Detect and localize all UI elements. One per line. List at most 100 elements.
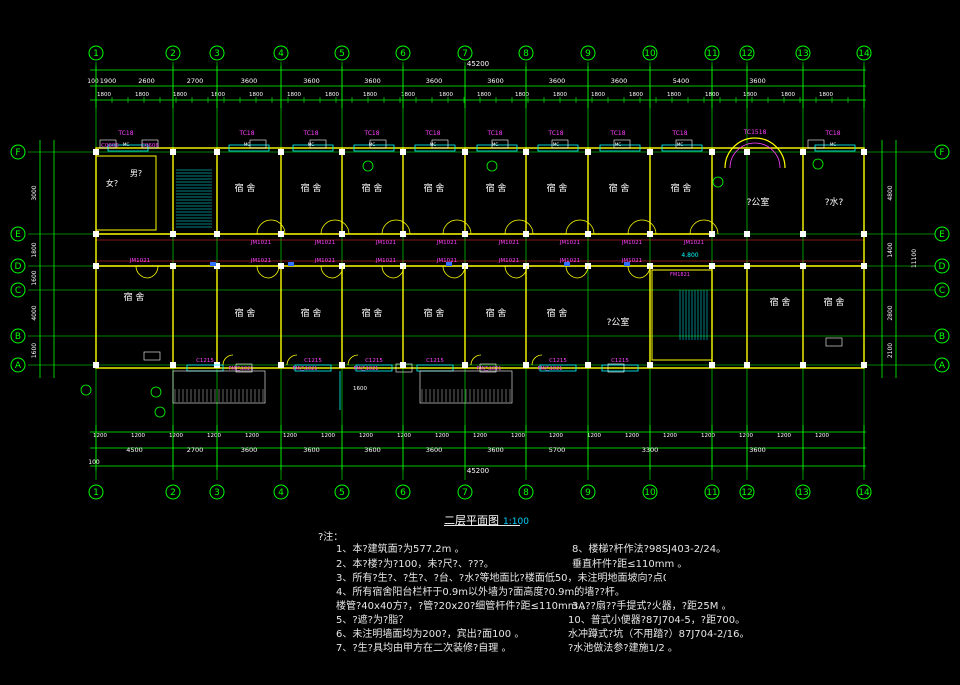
axis-bubble-bottom [739, 484, 755, 500]
dim-text-sub-bottom: 1200 [625, 433, 639, 439]
dim-text-sub-bottom: 1200 [397, 433, 411, 439]
axis-label-top: 1 [93, 49, 99, 59]
entrance-canopy [724, 137, 786, 169]
note-line: 垂直杆件?距≤110mm 。 [572, 559, 688, 570]
axis-bubble-top [642, 45, 658, 61]
dim-text-sub-bottom: 1200 [549, 433, 563, 439]
dim-text-bottom: 3600 [487, 446, 504, 454]
structural-column [93, 231, 99, 237]
annotation-mark [288, 262, 294, 266]
axis-label-left: A [15, 361, 22, 371]
dim-text-sub: 1800 [135, 92, 149, 98]
structural-column [523, 149, 529, 155]
dim-text-sub: 1800 [173, 92, 187, 98]
axis-bubble-bottom [518, 484, 534, 500]
door-swing [442, 219, 458, 235]
symbol-box [99, 139, 117, 149]
dim-text-sub-bottom: 1200 [207, 433, 221, 439]
dim-text-sub-bottom: 1200 [359, 433, 373, 439]
dim-text-sub-bottom: 1200 [815, 433, 829, 439]
door-swing [565, 219, 581, 235]
dim-text-right: 11100 [911, 249, 918, 268]
axis-label-top: 2 [170, 49, 176, 59]
structural-column [709, 263, 715, 269]
dim-text-sub: 1800 [667, 92, 681, 98]
room-label-office-north: ?公室 [747, 196, 770, 208]
axis-bubble-top [88, 45, 104, 61]
dim-text-overall-top: 45200 [467, 60, 489, 68]
door-swing [579, 219, 595, 235]
dim-text-sub-bottom: 1200 [473, 433, 487, 439]
door-swing [222, 354, 234, 366]
window-north [353, 144, 395, 152]
axis-label-top: 7 [462, 49, 468, 59]
axis-bubble-bottom [856, 484, 872, 500]
door-swing [393, 265, 405, 279]
axis-label-right: D [939, 262, 946, 272]
door-swing [504, 219, 520, 235]
symbol-box [141, 139, 159, 149]
axis-bubble-right [934, 357, 950, 373]
window-tag-small: C0606 [141, 143, 159, 149]
dim-text-left: 3000 [31, 185, 38, 200]
structural-column [523, 231, 529, 237]
annotation-mark [446, 262, 452, 266]
axis-label-bottom: 5 [339, 488, 345, 498]
structural-column [170, 263, 176, 269]
window-north [476, 144, 518, 152]
structural-column [214, 263, 220, 269]
window-tag-small: C0606 [101, 143, 119, 149]
axis-label-left: D [15, 262, 22, 272]
structural-column [93, 149, 99, 155]
door-tag: JM1021 [250, 240, 271, 246]
axis-bubble-bottom [334, 484, 350, 500]
note-line: 6、未注明墙面均为200?，宾出?面100 。 [336, 629, 525, 640]
dim-text-left: 4000 [31, 305, 38, 320]
room-label-dorm: 宿 舍 [424, 307, 445, 319]
room-label-dorm: 宿 舍 [424, 182, 445, 194]
dim-text-sub: 1800 [781, 92, 795, 98]
window-mark: MC [430, 142, 436, 147]
door-swing [518, 219, 534, 235]
room-label-dorm: 宿 舍 [609, 182, 630, 194]
window-tag: TC18 [238, 130, 254, 137]
window-south [539, 364, 577, 372]
symbol-box [479, 363, 497, 373]
balcony [419, 370, 513, 404]
door-tag: JM1021 [250, 258, 271, 264]
dim-text-sub-bottom: 1200 [587, 433, 601, 439]
axis-label-right: B [939, 332, 945, 342]
structural-column [800, 149, 806, 155]
structural-column [523, 263, 529, 269]
structural-column [400, 231, 406, 237]
dim-text-sub: 1800 [629, 92, 643, 98]
axis-bubble-bottom [273, 484, 289, 500]
room-label-dorm: 宿 舍 [547, 307, 568, 319]
structural-column [800, 231, 806, 237]
structural-column [709, 149, 715, 155]
note-line: 7、?生?具均由甲方在二次装修?自理 。 [336, 643, 512, 654]
dim-text-top: 3600 [426, 77, 443, 85]
window-north [414, 144, 456, 152]
door-tag: JM1021 [498, 258, 519, 264]
symbol-box [309, 139, 327, 149]
axis-bubble-bottom [395, 484, 411, 500]
room-label-dorm: 宿 舍 [770, 296, 791, 308]
dim-text-sub-bottom: 1200 [777, 433, 791, 439]
axis-label-bottom: 12 [741, 488, 752, 498]
axis-bubble-top [209, 45, 225, 61]
dim-text-right: 4800 [887, 185, 894, 200]
door-swing [454, 265, 466, 279]
door-tag: JM1021 [498, 240, 519, 246]
axis-bubble-bottom [88, 484, 104, 500]
pwin-tag: FM乙1021 [354, 365, 379, 372]
door-tag: JM1021 [621, 258, 642, 264]
detail-callout [362, 160, 374, 172]
window-tag: TC18 [486, 130, 502, 137]
dim-text-sub-bottom: 1200 [663, 433, 677, 439]
dim-text-top: 5400 [673, 77, 690, 85]
symbol-box [675, 139, 693, 149]
room-label-toilet: 女? [106, 178, 118, 188]
door-swing [703, 219, 719, 235]
